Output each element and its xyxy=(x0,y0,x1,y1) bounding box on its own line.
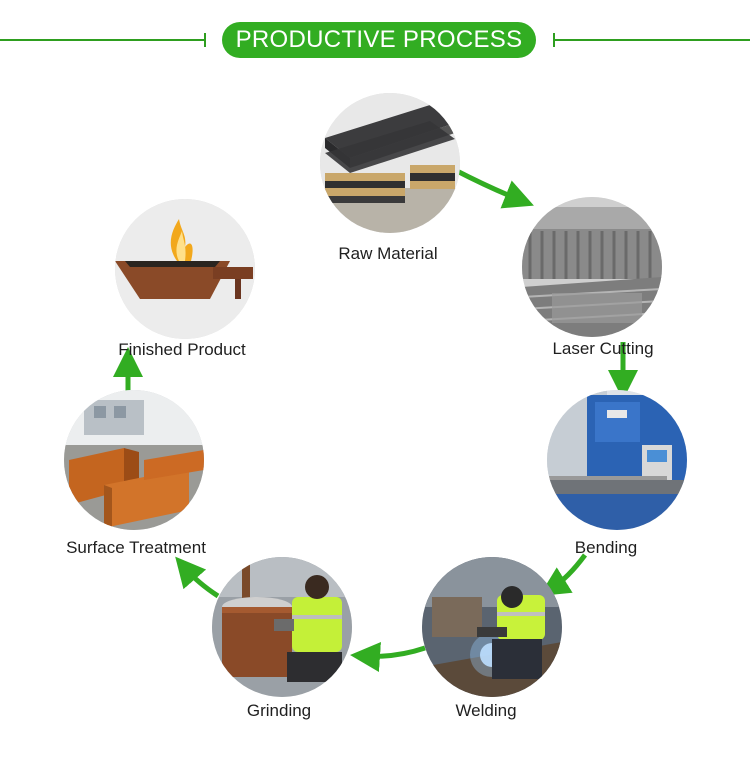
step-label-bending: Bending xyxy=(574,538,638,557)
step-label-grinding: Grinding xyxy=(246,701,312,720)
bending-image xyxy=(547,390,687,530)
grinding-image xyxy=(212,557,352,697)
finished-product-image xyxy=(115,199,255,339)
arrow-raw-to-laser xyxy=(453,167,534,209)
step-label-raw-material: Raw Material xyxy=(338,244,438,263)
laser-cutting-image xyxy=(522,197,662,337)
step-label-surface-treatment: Surface Treatment xyxy=(66,538,206,557)
step-label-welding: Welding xyxy=(455,701,517,720)
raw-material-image xyxy=(320,93,460,233)
header-rule-right xyxy=(555,39,750,41)
step-label-laser-cutting: Laser Cutting xyxy=(552,339,654,358)
surface-treatment-image xyxy=(64,390,204,530)
page-title: PRODUCTIVE PROCESS xyxy=(222,22,536,58)
arrow-grinding-to-surface xyxy=(175,556,220,599)
header-rule-right-tick xyxy=(553,33,555,47)
header-rule-left-tick xyxy=(204,33,206,47)
step-label-finished-product: Finished Product xyxy=(118,340,246,359)
welding-image xyxy=(422,557,562,697)
header-rule-left xyxy=(0,39,204,41)
arrow-bending-to-welding xyxy=(539,553,588,596)
arrow-welding-to-grinding xyxy=(350,642,426,672)
